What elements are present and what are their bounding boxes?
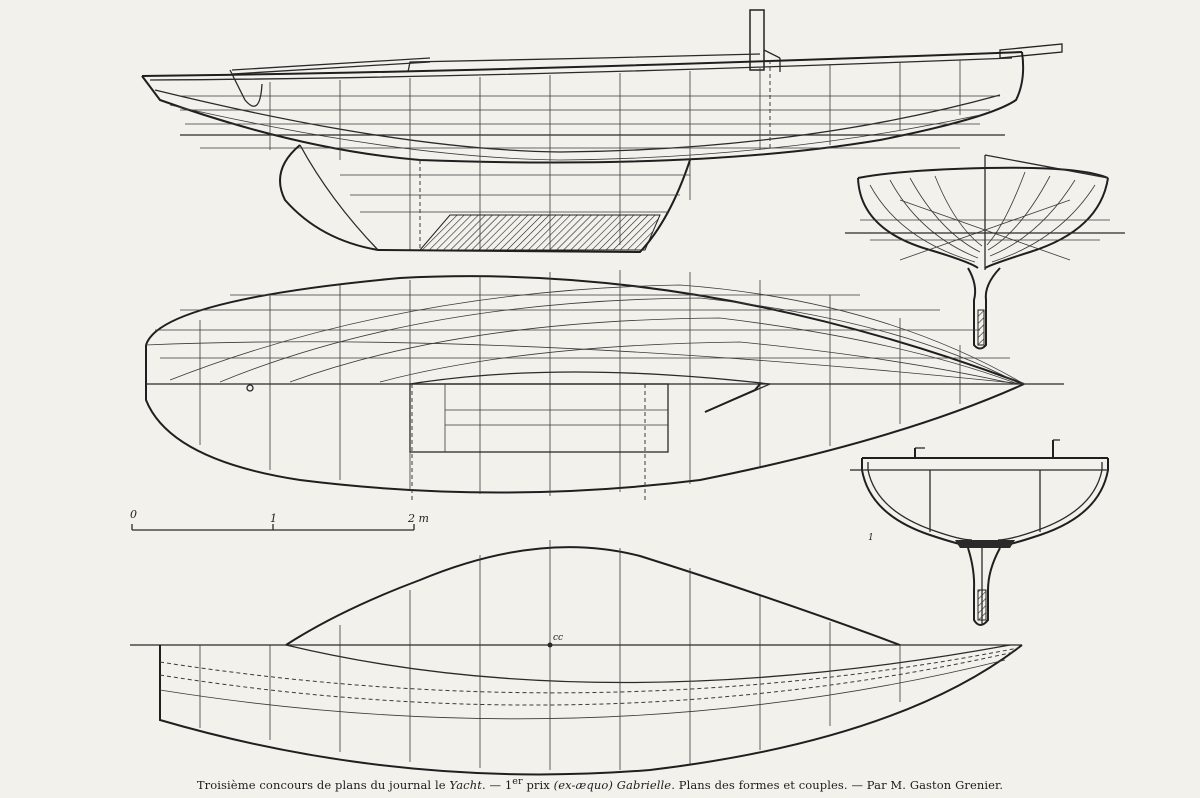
- bowsprit: [999, 43, 1063, 59]
- half-breadth-view: [145, 270, 1064, 500]
- caption-part5: . Plans des formes et couples. — Par M. …: [671, 777, 1004, 792]
- body-plan-upper: [845, 154, 1125, 350]
- sail-area-curve: [285, 546, 901, 646]
- section-mark: 1: [868, 533, 874, 543]
- scale-label-1: 1: [270, 512, 277, 525]
- caption-boat-name: Gabrielle: [616, 777, 672, 792]
- profile-view: [141, 9, 1063, 254]
- caption-ordinal: er: [512, 776, 523, 787]
- midship-fin: [967, 547, 1001, 626]
- deck-plan-view: cc: [130, 540, 1023, 776]
- caption-journal: Yacht: [449, 777, 482, 792]
- scale-label-2m: 2 m: [407, 512, 429, 525]
- caption-part1: Troisième concours de plans du journal l…: [196, 777, 450, 792]
- caption-ex-aequo: (ex-æquo): [553, 777, 613, 792]
- scale-label-0: 0: [130, 508, 137, 521]
- cc-mark: cc: [553, 633, 563, 643]
- cockpit-outline: [409, 383, 669, 453]
- caption-part2: . — 1: [481, 777, 513, 792]
- sheer-line: [141, 51, 1023, 77]
- plate-caption: Troisième concours de plans du journal l…: [0, 776, 1200, 792]
- keel-fin: [279, 144, 691, 254]
- ballast-keel: [418, 214, 661, 251]
- caption-part3: prix: [522, 777, 554, 792]
- mast-stub: [749, 9, 765, 71]
- scale-bar: 0 1 2 m: [130, 508, 429, 531]
- midship-section: 1: [850, 439, 1109, 626]
- body-plan-fin: [967, 267, 1001, 350]
